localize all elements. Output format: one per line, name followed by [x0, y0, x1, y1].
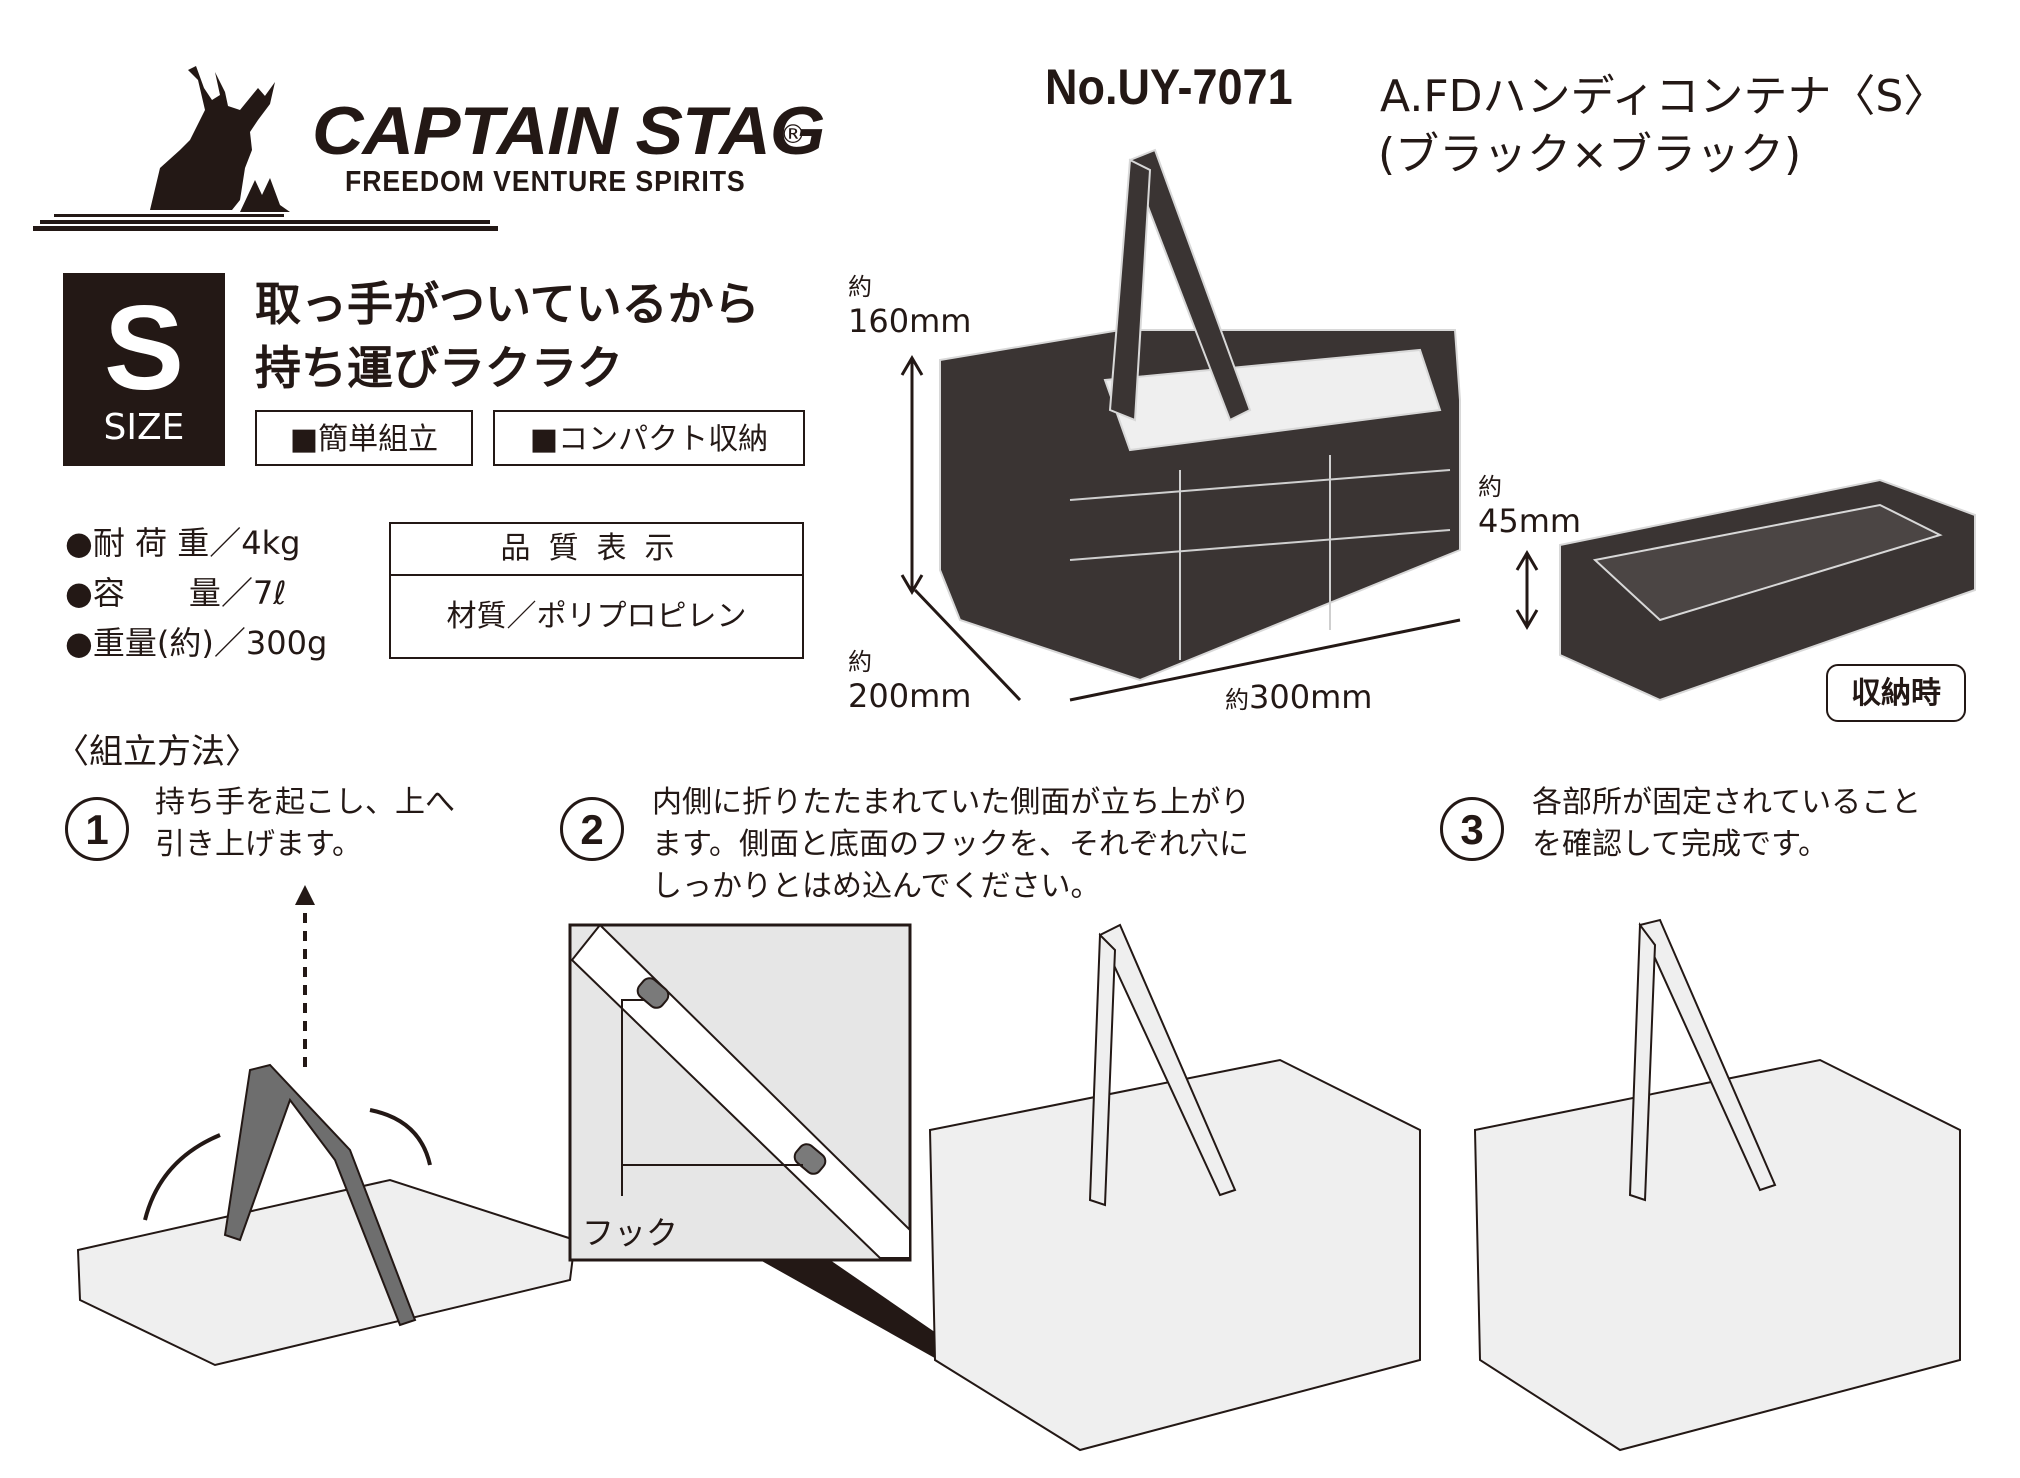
spec-weight: ●重量(約)／300g [65, 618, 327, 668]
headline-line-2: 持ち運びラクラク [255, 341, 623, 395]
step-1-number: 1 [65, 797, 129, 861]
spec-value: ／300g [213, 624, 328, 662]
headline: 取っ手がついているから 持ち運びラクラク [255, 272, 760, 400]
quality-label-box: 品質表示 材質／ポリプロピレン [389, 522, 804, 659]
step2-basket-illustration [928, 923, 1421, 1452]
quality-title: 品質表示 [391, 524, 802, 576]
step-2-text: 内側に折りたたまれていた側面が立ち上がり ます。側面と底面のフックを、それぞれ穴… [652, 782, 1250, 908]
size-label: SIZE [103, 407, 185, 448]
spec-list: ●耐 荷 重／4kg ●容 量／7ℓ ●重量(約)／300g [65, 518, 327, 668]
assembly-title: 〈組立方法〉 [55, 732, 259, 772]
step-text-line: ます。側面と底面のフックを、それぞれ穴に [652, 827, 1249, 862]
size-badge: S SIZE [63, 273, 225, 466]
spec-load-capacity: ●耐 荷 重／4kg [65, 518, 327, 568]
dimension-depth: 約 200mm [848, 645, 971, 713]
product-color: (ブラック×ブラック) [1378, 129, 1802, 180]
dimension-prefix: 約 [848, 648, 872, 676]
hook-detail-inset [568, 923, 990, 1375]
dimension-width: 約300mm [1225, 680, 1372, 717]
registered-mark: ® [780, 120, 806, 150]
step-3-text: 各部所が固定されていること を確認して完成です。 [1532, 782, 1921, 866]
dimension-prefix: 約 [1478, 473, 1502, 501]
spec-volume: ●容 量／7ℓ [65, 568, 327, 618]
step-text-line: を確認して完成です。 [1532, 827, 1829, 862]
step-text-line: 持ち手を起こし、上へ [155, 785, 455, 820]
dimension-prefix: 約 [1225, 686, 1249, 714]
basket-folded-dark-illustration [1559, 478, 1976, 702]
brand-name: CAPTAIN STAG [312, 93, 825, 169]
step-3-number: 3 [1440, 797, 1504, 861]
step1-illustration [76, 885, 577, 1367]
basket-open-dark-illustration [939, 148, 1461, 682]
spec-value: ／7ℓ [220, 574, 287, 612]
stored-state-label: 収納時 [1826, 664, 1966, 722]
spec-label: ●重量(約) [65, 624, 214, 662]
quality-material: 材質／ポリプロピレン [446, 599, 747, 634]
dimension-value: 160mm [848, 302, 972, 340]
step3-basket-illustration [1473, 918, 1961, 1452]
model-number: No.UY-7071 [1045, 59, 1293, 115]
step-text-line: 各部所が固定されていること [1532, 785, 1922, 820]
product-name: A.FDハンディコンテナ〈S〉 [1380, 71, 1948, 122]
spec-label: ●容 量 [65, 574, 221, 612]
hook-label: フック [582, 1214, 679, 1252]
brand-tagline: FREEDOM VENTURE SPIRITS [345, 166, 746, 198]
spec-label: ●耐 荷 重 [65, 524, 210, 562]
step-1-text: 持ち手を起こし、上へ 引き上げます。 [155, 782, 455, 866]
dimension-height: 約 160mm [848, 270, 971, 338]
feature-easy-assembly: ■簡単組立 [255, 410, 473, 466]
feature-compact-storage: ■コンパクト収納 [493, 410, 805, 466]
spec-value: ／4kg [209, 524, 301, 562]
dimension-value: 300mm [1249, 678, 1373, 716]
step-text-line: 引き上げます。 [155, 827, 362, 862]
step-text-line: しっかりとはめ込んでください。 [652, 869, 1101, 904]
dimension-prefix: 約 [848, 273, 872, 301]
size-letter: S [103, 281, 185, 415]
dimension-arrows [900, 355, 1539, 702]
stag-logo-icon [33, 66, 498, 231]
dimension-value: 200mm [848, 677, 972, 715]
headline-line-1: 取っ手がついているから [255, 277, 760, 331]
dimension-folded-height: 約 45mm [1478, 470, 1581, 538]
step-2-number: 2 [560, 797, 624, 861]
step-text-line: 内側に折りたたまれていた側面が立ち上がり [652, 785, 1251, 820]
dimension-value: 45mm [1478, 502, 1582, 540]
